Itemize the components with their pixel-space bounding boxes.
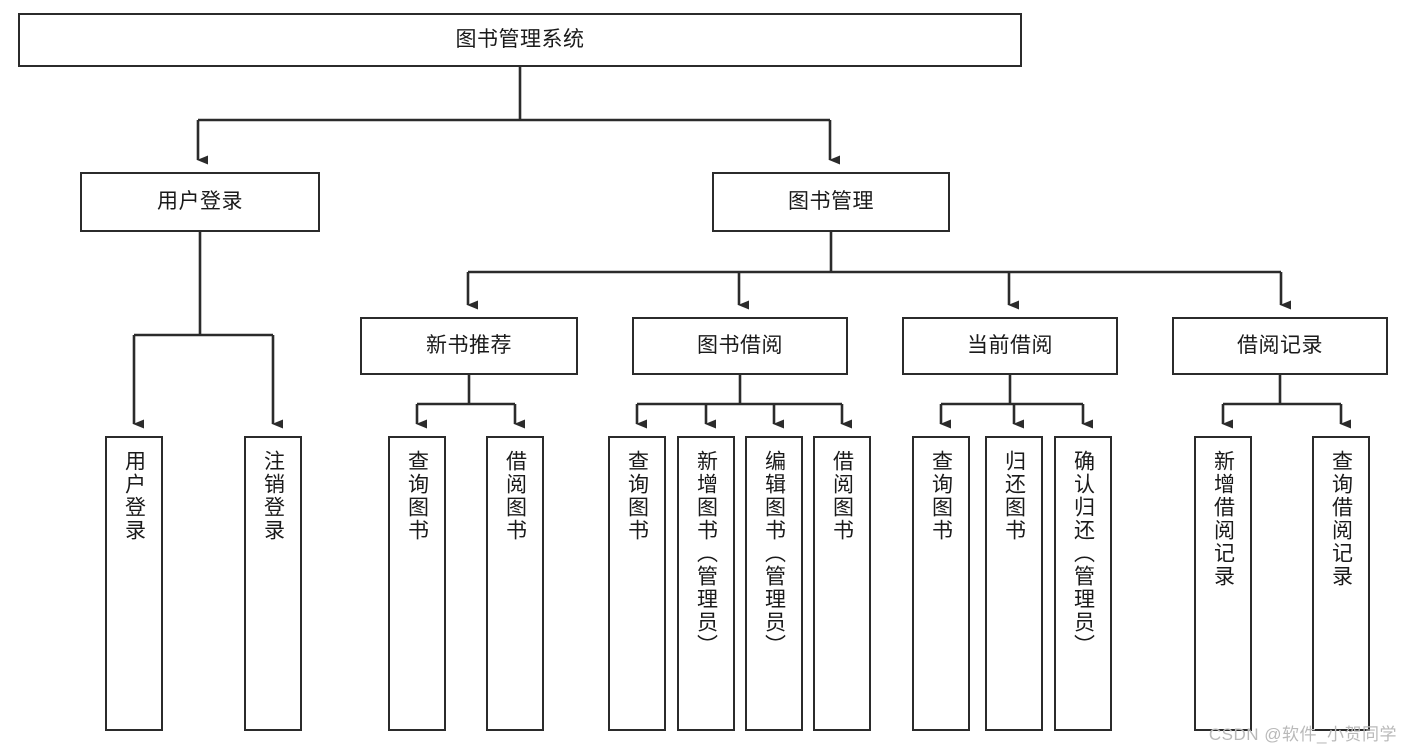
node-leaf-logout-label: 注销登录 — [261, 450, 285, 542]
node-new-book-recommend-label: 新书推荐 — [426, 333, 512, 357]
node-book-borrow-label: 图书借阅 — [697, 333, 783, 357]
node-borrow-record[interactable]: 借阅记录 — [1172, 317, 1388, 375]
node-root[interactable]: 图书管理系统 — [18, 13, 1022, 67]
node-book-management-label: 图书管理 — [788, 189, 874, 213]
node-leaf-logout[interactable]: 注销登录 — [244, 436, 302, 731]
node-current-borrow[interactable]: 当前借阅 — [902, 317, 1118, 375]
node-leaf-borrow-book-b[interactable]: 借阅图书 — [813, 436, 871, 731]
watermark-text: CSDN @软件_小贺同学 — [1208, 725, 1397, 744]
node-leaf-user-login[interactable]: 用户登录 — [105, 436, 163, 731]
node-book-management[interactable]: 图书管理 — [712, 172, 950, 232]
node-leaf-borrow-book-a[interactable]: 借阅图书 — [486, 436, 544, 731]
node-leaf-edit-book-label: 编辑图书（管理员） — [762, 450, 786, 657]
node-leaf-add-record-label: 新增借阅记录 — [1211, 450, 1235, 588]
node-leaf-user-login-label: 用户登录 — [122, 450, 146, 542]
node-leaf-query-book-c[interactable]: 查询图书 — [912, 436, 970, 731]
node-leaf-query-book-b-label: 查询图书 — [625, 450, 649, 542]
node-leaf-query-book-a-label: 查询图书 — [405, 450, 429, 542]
node-leaf-return-book-label: 归还图书 — [1002, 450, 1026, 542]
node-leaf-query-book-c-label: 查询图书 — [929, 450, 953, 542]
node-user-login-label: 用户登录 — [157, 189, 243, 213]
node-leaf-query-book-b[interactable]: 查询图书 — [608, 436, 666, 731]
node-leaf-query-book-a[interactable]: 查询图书 — [388, 436, 446, 731]
node-leaf-confirm-return[interactable]: 确认归还（管理员） — [1054, 436, 1112, 731]
node-leaf-query-record[interactable]: 查询借阅记录 — [1312, 436, 1370, 731]
node-leaf-query-record-label: 查询借阅记录 — [1329, 450, 1353, 588]
node-borrow-record-label: 借阅记录 — [1237, 333, 1323, 357]
node-book-borrow[interactable]: 图书借阅 — [632, 317, 848, 375]
node-leaf-add-book[interactable]: 新增图书（管理员） — [677, 436, 735, 731]
node-leaf-borrow-book-a-label: 借阅图书 — [503, 450, 527, 542]
node-new-book-recommend[interactable]: 新书推荐 — [360, 317, 578, 375]
node-leaf-add-record[interactable]: 新增借阅记录 — [1194, 436, 1252, 731]
node-leaf-edit-book[interactable]: 编辑图书（管理员） — [745, 436, 803, 731]
node-current-borrow-label: 当前借阅 — [967, 333, 1053, 357]
node-leaf-add-book-label: 新增图书（管理员） — [694, 450, 718, 657]
node-leaf-confirm-return-label: 确认归还（管理员） — [1071, 450, 1095, 657]
node-leaf-return-book[interactable]: 归还图书 — [985, 436, 1043, 731]
node-user-login[interactable]: 用户登录 — [80, 172, 320, 232]
node-leaf-borrow-book-b-label: 借阅图书 — [830, 450, 854, 542]
node-root-label: 图书管理系统 — [455, 27, 585, 51]
